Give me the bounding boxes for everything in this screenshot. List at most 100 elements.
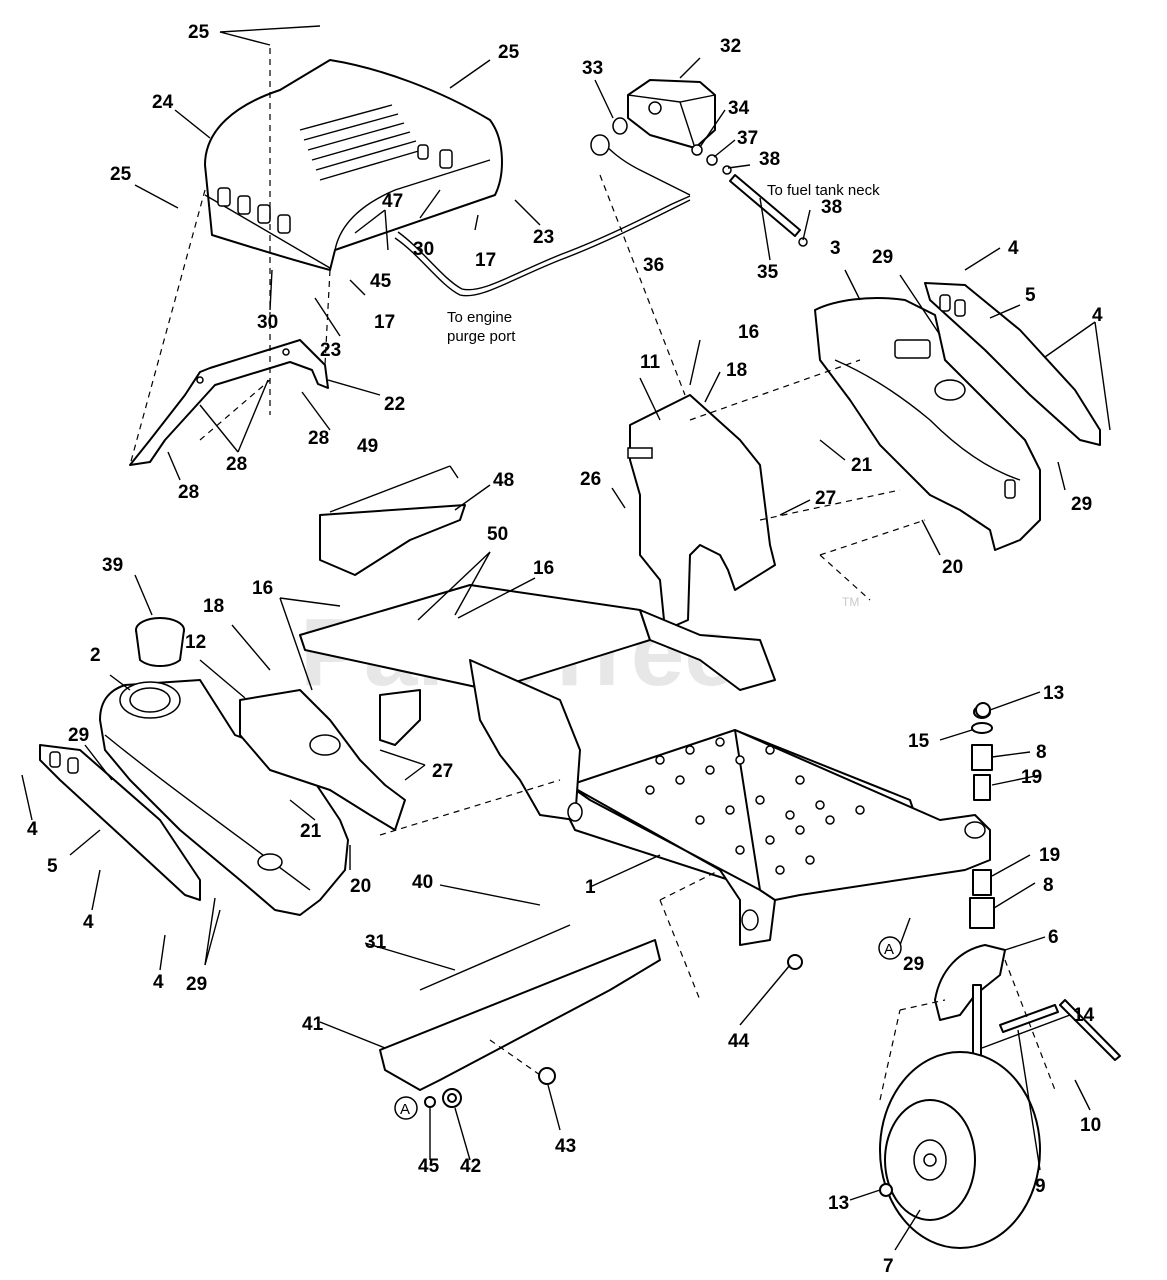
leader-lines	[21, 25, 1111, 1251]
callout-29: 29	[68, 725, 89, 746]
watermark-trademark: TM	[842, 595, 859, 609]
callout-27: 27	[815, 488, 836, 509]
part-3-right-fender	[814, 297, 1041, 551]
callout-48: 48	[493, 470, 514, 491]
callout-29: 29	[1071, 494, 1092, 515]
part-24-rear-cover	[204, 59, 503, 271]
callout-50: 50	[487, 524, 508, 545]
part-2-left-fender	[99, 679, 349, 916]
callout-25: 25	[498, 42, 520, 63]
part-48-bracket	[319, 504, 466, 576]
note-engine-purge-line2: purge port	[447, 328, 516, 345]
callout-17: 17	[374, 312, 395, 333]
part-22-bracket	[129, 339, 329, 466]
svg-text:A: A	[884, 941, 894, 958]
callout-19: 19	[1039, 845, 1060, 866]
callout-37: 37	[737, 128, 758, 149]
callout-28: 28	[308, 428, 329, 449]
callout-43: 43	[555, 1136, 576, 1157]
callout-13: 13	[828, 1193, 849, 1214]
callout-22: 22	[384, 394, 405, 415]
callout-49: 49	[357, 436, 378, 457]
callout-39: 39	[102, 555, 123, 576]
callout-12: 12	[185, 632, 206, 653]
callout-20: 20	[942, 557, 963, 578]
callout-29: 29	[903, 954, 924, 975]
callout-27: 27	[432, 761, 453, 782]
callout-6: 6	[1048, 927, 1059, 948]
callout-5: 5	[1025, 285, 1036, 306]
callout-47: 47	[382, 191, 403, 212]
part-41-axle-cover	[379, 939, 661, 1091]
small-hardware	[590, 117, 808, 247]
callout-23: 23	[533, 227, 554, 248]
callout-34: 34	[728, 98, 750, 119]
callout-32: 32	[720, 36, 741, 57]
callout-15: 15	[908, 731, 930, 752]
callout-4: 4	[1008, 238, 1019, 259]
callout-18: 18	[726, 360, 747, 381]
callout-4: 4	[1092, 305, 1103, 326]
callout-16: 16	[252, 578, 273, 599]
callout-4: 4	[153, 972, 164, 993]
callout-25: 25	[188, 22, 210, 43]
reference-marker-a-bottom: A	[394, 1096, 418, 1120]
lower-hardware	[424, 702, 991, 1197]
callout-23: 23	[320, 340, 341, 361]
part-39-cap	[135, 617, 185, 667]
callout-numbers: 25 25 25 24 30 30 47 45 17 17 23 23 36 3…	[27, 22, 1103, 1277]
part-1-main-frame	[299, 584, 991, 946]
reference-marker-a-right: A	[878, 936, 902, 960]
part-31-rod	[419, 924, 571, 991]
note-fuel-tank-neck: To fuel tank neck	[767, 182, 880, 199]
bolts-9-10	[999, 999, 1121, 1061]
callout-36: 36	[643, 255, 664, 276]
callout-25: 25	[110, 164, 132, 185]
callout-28: 28	[226, 454, 247, 475]
bushings	[969, 705, 995, 929]
note-engine-purge-line1: To engine	[447, 309, 512, 326]
part-5-right-panel	[924, 282, 1101, 446]
callout-3: 3	[830, 238, 841, 259]
callout-9: 9	[1035, 1176, 1046, 1197]
callout-21: 21	[300, 821, 322, 842]
callout-4: 4	[83, 912, 94, 933]
callout-41: 41	[302, 1014, 324, 1035]
callout-26: 26	[580, 469, 601, 490]
callout-44: 44	[728, 1031, 750, 1052]
callout-2: 2	[90, 645, 101, 666]
callout-4: 4	[27, 819, 38, 840]
callout-24: 24	[152, 92, 174, 113]
callout-19: 19	[1021, 767, 1042, 788]
callout-45: 45	[370, 271, 392, 292]
callout-17: 17	[475, 250, 496, 271]
part-35-hose	[729, 174, 801, 237]
callout-16: 16	[533, 558, 554, 579]
callout-11: 11	[640, 352, 661, 373]
callout-28: 28	[178, 482, 199, 503]
callout-38: 38	[821, 197, 842, 218]
callout-45: 45	[418, 1156, 440, 1177]
callout-16: 16	[738, 322, 759, 343]
callout-30: 30	[257, 312, 278, 333]
callout-13: 13	[1043, 683, 1064, 704]
svg-text:A: A	[400, 1101, 410, 1118]
part-7-wheel	[879, 1051, 1041, 1249]
callout-18: 18	[203, 596, 224, 617]
assembly-lines	[129, 48, 1056, 1101]
callout-29: 29	[872, 247, 893, 268]
part-5-left-panel	[39, 744, 201, 901]
callout-21: 21	[851, 455, 873, 476]
callout-20: 20	[350, 876, 371, 897]
callout-10: 10	[1080, 1115, 1101, 1136]
callout-33: 33	[582, 58, 603, 79]
callout-14: 14	[1073, 1005, 1095, 1026]
callout-7: 7	[883, 1256, 894, 1277]
part-32-canister	[627, 79, 716, 149]
callout-35: 35	[757, 262, 779, 283]
callout-8: 8	[1036, 742, 1047, 763]
callout-29: 29	[186, 974, 207, 995]
callout-38: 38	[759, 149, 780, 170]
callout-31: 31	[365, 932, 387, 953]
